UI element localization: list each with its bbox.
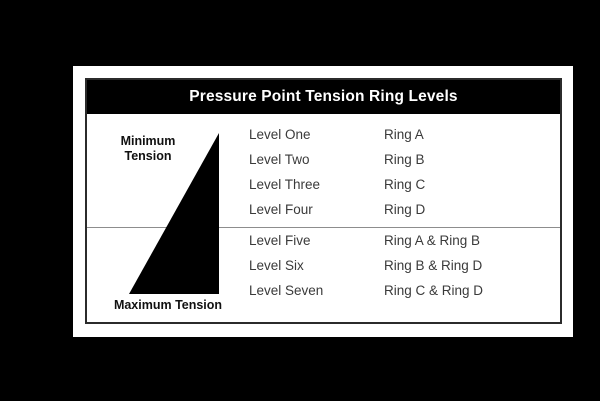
tension-gauge-panel: Minimum Tension Maximum Tension bbox=[87, 114, 249, 322]
table-row: Level Six Ring B & Ring D bbox=[249, 253, 560, 278]
ring-value: Ring A & Ring B bbox=[384, 233, 481, 248]
ring-value: Ring A bbox=[384, 127, 424, 142]
chart-title-bar: Pressure Point Tension Ring Levels bbox=[87, 80, 560, 114]
level-name: Level Two bbox=[249, 152, 310, 167]
level-group-divider bbox=[87, 227, 560, 228]
level-name: Level Seven bbox=[249, 283, 324, 298]
level-name: Level Five bbox=[249, 233, 311, 248]
chart-body: Minimum Tension Maximum Tension Level On… bbox=[87, 114, 560, 322]
tension-chart-frame: Pressure Point Tension Ring Levels Minim… bbox=[85, 78, 562, 324]
table-row: Level Seven Ring C & Ring D bbox=[249, 278, 560, 303]
ring-value: Ring C & Ring D bbox=[384, 283, 484, 298]
maximum-tension-label: Maximum Tension bbox=[113, 298, 223, 312]
table-row: Level Five Ring A & Ring B bbox=[249, 228, 560, 253]
table-row: Level One Ring A bbox=[249, 122, 560, 147]
level-name: Level Six bbox=[249, 258, 304, 273]
ring-value: Ring B bbox=[384, 152, 425, 167]
level-name: Level Three bbox=[249, 177, 321, 192]
table-row: Level Four Ring D bbox=[249, 197, 560, 222]
level-name: Level One bbox=[249, 127, 311, 142]
level-name: Level Four bbox=[249, 202, 313, 217]
table-row: Level Two Ring B bbox=[249, 147, 560, 172]
minimum-tension-line2: Tension bbox=[124, 149, 172, 163]
ring-value: Ring C bbox=[384, 177, 426, 192]
chart-title: Pressure Point Tension Ring Levels bbox=[189, 88, 458, 105]
tension-chart-card: Pressure Point Tension Ring Levels Minim… bbox=[73, 66, 573, 337]
levels-table: Level One Ring A Level Two Ring B Level … bbox=[249, 114, 560, 322]
minimum-tension-label: Minimum Tension bbox=[99, 134, 197, 164]
minimum-tension-line1: Minimum bbox=[120, 134, 176, 148]
ring-value: Ring B & Ring D bbox=[384, 258, 483, 273]
ring-value: Ring D bbox=[384, 202, 426, 217]
table-row: Level Three Ring C bbox=[249, 172, 560, 197]
